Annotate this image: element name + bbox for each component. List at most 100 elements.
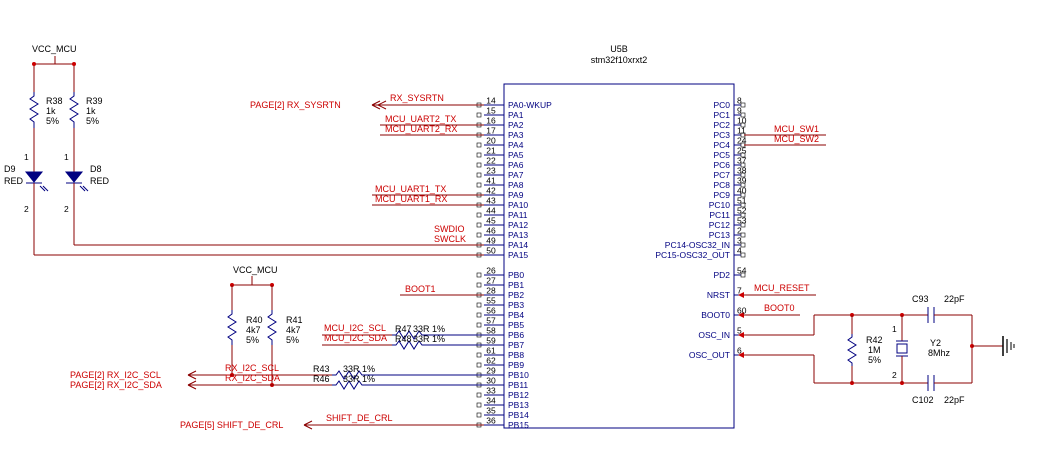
svg-text:PC11: PC11	[709, 210, 730, 220]
svg-text:PC8: PC8	[713, 180, 730, 190]
y2-value: 8Mhz	[928, 348, 951, 358]
mcu-part: stm32f10xrxt2	[591, 55, 648, 65]
svg-text:PC10: PC10	[709, 200, 731, 210]
svg-text:34: 34	[486, 396, 496, 406]
r38-value: 1k	[46, 106, 56, 116]
junction	[32, 62, 36, 66]
svg-text:38: 38	[737, 166, 747, 176]
svg-text:PB12: PB12	[508, 390, 529, 400]
r46-resistor	[332, 380, 484, 390]
svg-text:PB11: PB11	[508, 380, 528, 390]
r40-tol: 5%	[246, 335, 259, 345]
mcu-body	[503, 83, 735, 429]
svg-text:PA1: PA1	[508, 110, 524, 120]
d8-color: RED	[90, 176, 110, 186]
svg-text:37: 37	[737, 156, 747, 166]
svg-text:8: 8	[737, 96, 742, 106]
svg-text:53: 53	[737, 216, 747, 226]
r39-resistor	[69, 92, 79, 128]
svg-text:52: 52	[737, 206, 747, 216]
r48-value: 33R 1%	[413, 334, 445, 344]
junction	[72, 62, 76, 66]
svg-text:42: 42	[486, 186, 496, 196]
svg-text:PC3: PC3	[713, 130, 730, 140]
led-section: VCC_MCU R38 1k 5% R39 1k 5% 1 D9 RED 2 1…	[4, 44, 484, 256]
offpage-rx-i2c-scl: PAGE[2] RX_I2C_SCL	[70, 370, 161, 380]
svg-text:28: 28	[486, 286, 496, 296]
svg-text:56: 56	[486, 306, 496, 316]
svg-text:PC13: PC13	[709, 230, 731, 240]
r43-value: 33R 1%	[343, 364, 375, 374]
mcu-pin-pc10: 51 PC10	[709, 196, 747, 211]
svg-text:51: 51	[737, 196, 747, 206]
mcu-pin-pb0: 26 PB0	[476, 266, 524, 280]
svg-text:PA13: PA13	[508, 230, 528, 240]
svg-text:OSC_OUT: OSC_OUT	[689, 350, 730, 360]
offpage-arrow-icon	[377, 100, 387, 110]
svg-text:40: 40	[737, 186, 747, 196]
offpage-arrow-icon	[303, 420, 313, 430]
r38-resistor	[29, 92, 39, 128]
net-i2c-scl: MCU_I2C_SCL	[324, 323, 386, 333]
svg-text:26: 26	[486, 266, 496, 276]
svg-text:PD2: PD2	[713, 270, 730, 280]
c102-ref: C102	[912, 395, 934, 405]
net-sw1: MCU_SW1	[774, 124, 819, 134]
svg-text:46: 46	[486, 226, 496, 236]
svg-text:PA6: PA6	[508, 160, 524, 170]
svg-text:PA2: PA2	[508, 120, 524, 130]
svg-text:36: 36	[486, 416, 496, 426]
svg-text:22: 22	[486, 156, 496, 166]
net-swdio: SWDIO	[434, 224, 465, 234]
d8-led-icon	[64, 171, 84, 183]
svg-text:PB0: PB0	[508, 270, 524, 280]
svg-text:14: 14	[486, 96, 496, 106]
svg-text:4: 4	[737, 246, 742, 256]
svg-text:61: 61	[486, 346, 496, 356]
pa-nets: PAGE[2] RX_SYSRTN RX_SYSRTN MCU_UART2_TX…	[250, 93, 484, 244]
offpage-arrow-icon	[187, 380, 197, 390]
d8-emission-icon	[79, 185, 89, 192]
svg-text:OSC_IN: OSC_IN	[698, 330, 730, 340]
svg-text:62: 62	[486, 356, 496, 366]
net-uart2-rx: MCU_UART2_RX	[385, 124, 457, 134]
svg-text:PC4: PC4	[713, 140, 730, 150]
svg-text:PC12: PC12	[709, 220, 731, 230]
svg-text:PA0-WKUP: PA0-WKUP	[508, 100, 552, 110]
mcu-pin-pc12: 53 PC12	[709, 216, 747, 231]
svg-text:PB1: PB1	[508, 280, 524, 290]
r42-ref: R42	[866, 335, 883, 345]
svg-text:PB10: PB10	[508, 370, 529, 380]
r38-tol: 5%	[46, 116, 59, 126]
r40-value: 4k7	[246, 325, 261, 335]
vcc-label-2: VCC_MCU	[233, 265, 278, 275]
r39-ref: R39	[86, 96, 103, 106]
svg-text:7: 7	[737, 286, 742, 296]
svg-text:20: 20	[486, 136, 496, 146]
net-boot1: BOOT1	[405, 284, 436, 294]
svg-text:6: 6	[737, 346, 742, 356]
svg-text:49: 49	[486, 236, 496, 246]
svg-text:PB6: PB6	[508, 330, 524, 340]
svg-text:PB5: PB5	[508, 320, 524, 330]
svg-text:PB15: PB15	[508, 420, 529, 430]
svg-text:PC2: PC2	[713, 120, 730, 130]
svg-text:23: 23	[486, 166, 496, 176]
c93-value: 22pF	[944, 294, 965, 304]
svg-text:PB7: PB7	[508, 340, 524, 350]
d9-pin1: 1	[24, 152, 29, 162]
